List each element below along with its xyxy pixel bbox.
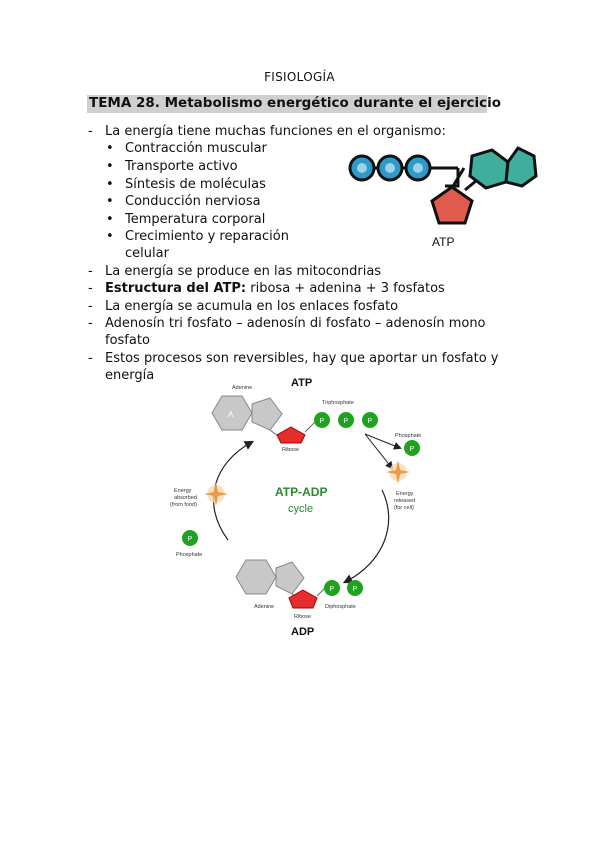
adenine-hexagon-top [211,395,253,431]
atp-label: ATP [291,377,312,389]
list-dash: - [88,124,93,139]
list-item: Contracción muscular [125,141,267,156]
phosphate-released [404,440,420,456]
title-highlight [87,95,487,113]
list-dash: - [88,351,93,366]
bullet-dot: • [106,229,114,244]
ribose-top [276,426,306,444]
point-reversible: Estos procesos son reversibles, hay que … [105,351,499,366]
bullet-dot: • [106,177,114,192]
energy-released-burst [386,460,410,484]
cycle-subtitle: cycle [288,503,313,515]
list-dash: - [88,299,93,314]
subject-heading: FISIOLOGÍA [264,70,335,84]
ribose-link [445,168,460,188]
intro-text: La energía tiene muchas funciones en el … [105,124,446,139]
list-item: Temperatura corporal [125,212,266,227]
adenine-letter: A [228,410,234,419]
ribose-label-bottom: Ribose [294,614,311,620]
list-dash: - [88,264,93,279]
phosphate-label-right: Phosphate [395,433,421,439]
adenine-hexagon-bottom [235,559,277,595]
energy-absorbed-2: absorbed [174,495,197,501]
p-letter: P [344,418,349,425]
energy-absorbed-1: Energy [174,488,192,494]
adenine-pentagon-bottom [275,561,305,595]
list-item: Crecimiento y reparación [125,229,289,244]
energy-absorbed-3: (from food) [170,502,197,508]
p-letter: P [410,446,415,453]
atp-adp-cycle-diagram: ATP A Adenine Ribose Triphosphate P P P … [170,377,421,638]
bullet-dot: • [106,159,114,174]
point-mitochondria: La energía se produce en las mitocondria… [105,264,382,279]
ribose-pentagon [430,185,474,225]
diphosphate-label: Diphosphate [325,604,356,610]
adenine-label-bottom: Adenine [254,604,274,610]
adenine-hexagon-2 [504,146,538,188]
p-letter: P [188,536,193,543]
energy-released-1: Energy [396,491,414,497]
atp-structure-text: ribosa + adenina + 3 fosfatos [246,281,445,296]
list-item-continued: celular [125,246,169,261]
point-adenosine-continued: fosfato [105,333,150,348]
energy-released-3: (for cell) [394,505,414,511]
list-dash: - [88,281,93,296]
triphosphate-label: Triphosphate [322,400,354,406]
energy-absorbed-burst [204,482,228,506]
adenine-label-top: Adenine [232,385,252,391]
p-letter: P [368,418,373,425]
energy-released-2: released [394,498,415,504]
point-adenosine: Adenosín tri fosfato – adenosín di fosfa… [105,316,486,331]
atp-structure-diagram: ATP [348,146,538,249]
ribose-bottom [288,589,318,609]
list-item: Síntesis de moléculas [125,177,266,192]
atp-structure-label: Estructura del ATP: [105,281,247,296]
adenine-pentagon-top [251,397,283,431]
p-letter: P [353,586,358,593]
adp-label: ADP [291,626,314,638]
page-title: TEMA 28. Metabolismo energético durante … [89,95,502,111]
ribose-label-top: Ribose [282,447,299,453]
diphosphate-group: P P [324,580,363,596]
atp-icon-label: ATP [432,235,454,249]
phosphate-circles [348,154,458,182]
phosphate-label-left: Phosphate [176,552,202,558]
point-reversible-continued: energía [105,368,155,383]
arrow-atp-to-adp [342,489,390,584]
p-letter: P [320,418,325,425]
point-atp-structure: Estructura del ATP: ribosa + adenina + 3… [105,281,445,296]
point-phosphate-bonds: La energía se acumula en los enlaces fos… [105,299,399,314]
phosphate-absorbed [182,530,198,546]
bullet-dot: • [106,141,114,156]
cycle-title: ATP-ADP [275,485,327,499]
triphosphate-group: P P P [314,412,378,428]
list-dash: - [88,316,93,331]
p-letter: P [330,586,335,593]
list-item: Transporte activo [125,159,238,174]
bullet-dot: • [106,212,114,227]
list-item: Conducción nerviosa [125,194,261,209]
bullet-dot: • [106,194,114,209]
